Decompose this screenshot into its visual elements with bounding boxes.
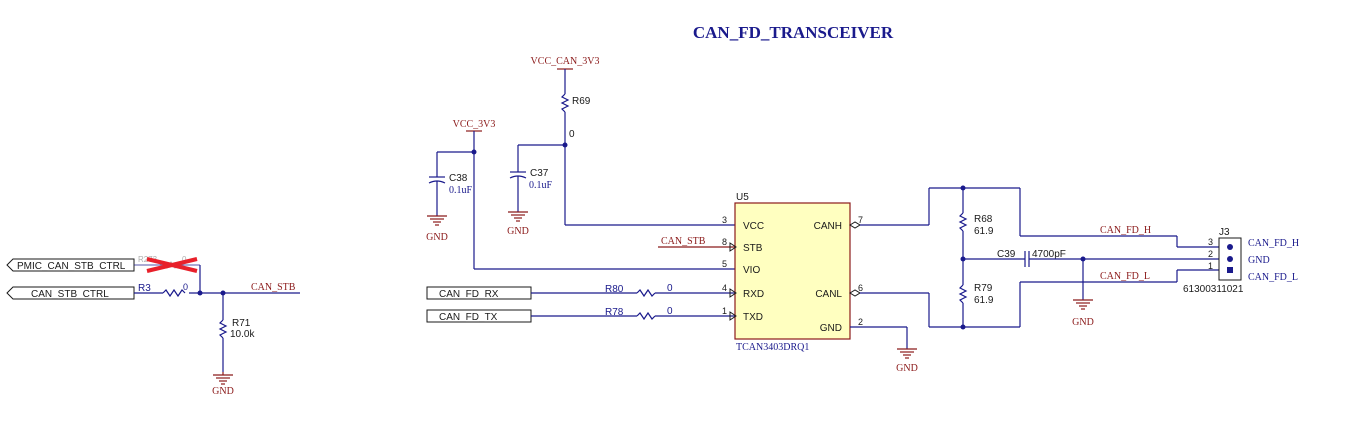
sheet-title: CAN_FD_TRANSCEIVER: [693, 23, 894, 42]
j3-pin-num: 3: [1208, 237, 1213, 247]
j3-pin-label: GND: [1248, 255, 1270, 266]
pin-num-txd: 1: [722, 306, 727, 316]
pin-name-vcc: VCC: [743, 221, 764, 232]
c39-ref: C39: [997, 249, 1016, 260]
r78-ref: R78: [605, 307, 624, 318]
port-label: CAN_STB_CTRL: [31, 289, 109, 300]
r68-ref: R68: [974, 214, 993, 225]
r69-ref: R69: [572, 96, 591, 107]
pin-num-canl: 6: [858, 283, 863, 293]
c38-ref: C38: [449, 173, 468, 184]
j3-pin-1: [1227, 267, 1233, 273]
r69-value: 0: [569, 129, 575, 140]
pin-name-rxd: RXD: [743, 289, 764, 300]
gnd-label: GND: [426, 232, 448, 243]
gnd-label: GND: [212, 386, 234, 397]
capacitor-c38: C38 0.1uF: [428, 173, 473, 196]
r71-value: 10.0k: [230, 329, 255, 340]
r3-value: 0: [183, 282, 188, 292]
port-label: CAN_FD_TX: [439, 312, 498, 323]
dnp-cross-icon: [146, 257, 198, 273]
c38-value: 0.1uF: [449, 185, 473, 196]
r273-value: 0: [182, 255, 187, 264]
resistor-r69: R69 0: [560, 93, 591, 140]
resistor-r78: R78 0: [605, 306, 673, 321]
power-vcc-3v3-label: VCC_3V3: [453, 119, 496, 130]
gnd-symbol-c38: GND: [426, 215, 448, 243]
net-can-fd-l: CAN_FD_L: [1100, 271, 1150, 282]
pin-num-canh: 7: [858, 215, 863, 225]
resistor-r71: R71 10.0k: [218, 318, 255, 340]
resistor-r68: R68 61.9: [958, 212, 994, 237]
r79-value: 61.9: [974, 295, 994, 306]
gnd-label: GND: [896, 363, 918, 374]
r71-ref: R71: [232, 318, 251, 329]
r80-value: 0: [667, 283, 673, 294]
pin-name-canl: CANL: [815, 289, 842, 300]
u5-part: TCAN3403DRQ1: [736, 342, 809, 353]
j3-part: 61300311021: [1183, 284, 1244, 295]
port-pmic-can-stb-ctrl: PMIC_CAN_STB_CTRL: [6, 258, 135, 272]
gnd-symbol-j3: GND: [1072, 299, 1094, 328]
port-can-fd-rx: CAN_FD_RX: [426, 286, 532, 300]
gnd-label: GND: [507, 226, 529, 237]
resistor-r3: R3 0: [138, 282, 188, 298]
pin-num-vio: 5: [722, 259, 727, 269]
resistor-r80: R80 0: [605, 283, 673, 298]
pin-num-stb: 8: [722, 237, 727, 247]
c39-value: 4700pF: [1032, 249, 1066, 260]
ic-u5: U5 TCAN3403DRQ1 VCC STB VIO RXD TXD CANH…: [722, 192, 863, 353]
port-label: CAN_FD_RX: [439, 289, 499, 300]
j3-ref: J3: [1219, 227, 1230, 238]
j3-pin-num: 2: [1208, 249, 1213, 259]
resistor-r79: R79 61.9: [958, 283, 994, 306]
r79-ref: R79: [974, 283, 993, 294]
capacitor-c37: C37 0.1uF: [509, 168, 553, 191]
net-can-stb-left: CAN_STB: [251, 282, 296, 293]
port-can-stb-ctrl: CAN_STB_CTRL: [6, 286, 135, 300]
net-can-fd-h: CAN_FD_H: [1100, 225, 1151, 236]
j3-pin-3: [1227, 244, 1233, 250]
c37-ref: C37: [530, 168, 549, 179]
port-label: PMIC_CAN_STB_CTRL: [17, 261, 126, 272]
pin-name-vio: VIO: [743, 265, 760, 276]
pin-num-rxd: 4: [722, 283, 727, 293]
r68-value: 61.9: [974, 226, 994, 237]
port-can-fd-tx: CAN_FD_TX: [426, 309, 532, 323]
gnd-symbol-c37: GND: [507, 211, 529, 237]
j3-pin-num: 1: [1208, 261, 1213, 271]
j3-pin-2: [1227, 256, 1233, 262]
gnd-label: GND: [1072, 317, 1094, 328]
connector-j3: J3 3 2 1 CAN_FD_H GND CAN_FD_L 613003110…: [1183, 227, 1299, 295]
power-vcc-can-label: VCC_CAN_3V3: [531, 56, 600, 67]
pin-name-gnd: GND: [820, 323, 842, 334]
gnd-symbol-r71: GND: [212, 372, 234, 397]
u5-ref: U5: [736, 192, 749, 203]
capacitor-c39: C39 4700pF: [997, 249, 1066, 267]
pin-name-txd: TXD: [743, 312, 763, 323]
j3-pin-label: CAN_FD_L: [1248, 272, 1298, 283]
r78-value: 0: [667, 306, 673, 317]
r80-ref: R80: [605, 284, 624, 295]
pin-name-stb: STB: [743, 243, 763, 254]
pin-name-canh: CANH: [814, 221, 842, 232]
pin-num-gnd: 2: [858, 317, 863, 327]
net-can-stb-right: CAN_STB: [661, 236, 706, 247]
c37-value: 0.1uF: [529, 180, 553, 191]
pin-num-vcc: 3: [722, 215, 727, 225]
j3-pin-label: CAN_FD_H: [1248, 238, 1299, 249]
gnd-symbol-u5: GND: [896, 348, 918, 374]
r3-ref: R3: [138, 283, 151, 294]
